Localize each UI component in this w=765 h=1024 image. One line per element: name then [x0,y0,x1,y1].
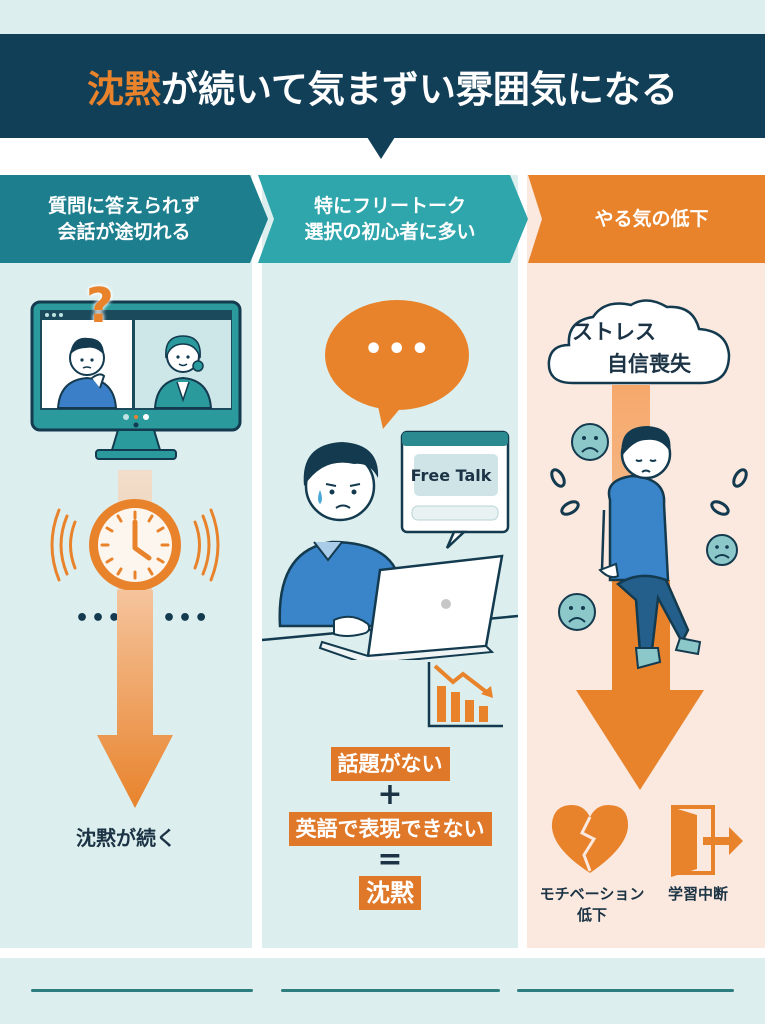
video-call-monitor-icon [30,300,242,460]
footer-line-2 [281,989,500,992]
speech-bubble-icon [325,300,469,429]
equation-term-2: 英語で表現できない [262,812,518,846]
column-header-1: 質問に答えられず会話が途切れる [0,175,268,263]
equation-equals: = [377,842,403,877]
equation-term-1: 話題がない [262,747,518,781]
page-title: 沈黙が続いて気まずい雰囲気になる [87,59,678,113]
worried-man-laptop-illustration [262,430,518,660]
declining-chart-icon [427,662,503,728]
header-3-line-1: やる気の低下 [594,208,709,230]
title-bar: 沈黙が続いて気まずい雰囲気になる [0,34,765,138]
question-mark-icon: ? [86,278,114,334]
speech-bubble-dots: ••• [364,332,434,367]
column-header-3: やる気の低下 [528,175,765,263]
cloud-text-stress: ストレス [572,320,656,344]
header-2-line-2: 選択の初心者に多い [304,221,476,243]
cloud-text-confidence-loss: 自信喪失 [607,352,691,376]
header-1-line-1: 質問に答えられず [47,195,200,217]
outcome-motivation-label: モチベーション 低下 [539,885,645,924]
thought-cloud-icon [547,299,731,385]
title-rest: が続いて気まずい雰囲気になる [161,68,678,111]
footer-line-3 [517,989,734,992]
free-talk-label: Free Talk [410,466,492,485]
column-header-2: 特にフリートーク選択の初心者に多い [258,175,528,263]
title-pointer [367,137,395,159]
broken-heart-icon [551,805,628,873]
sad-face-icon [571,423,609,461]
exit-door-icon [671,805,743,877]
down-arrow-icon [97,590,173,808]
ellipsis-left: ••• [75,606,124,631]
ellipsis-right: ••• [162,606,211,631]
sad-man-on-arrow-illustration [550,423,748,790]
header-1-line-2: 会話が途切れる [57,221,191,243]
title-highlight: 沈黙 [87,68,162,111]
equation-result: 沈黙 [262,876,518,910]
footer-line-1 [31,989,253,992]
ringing-clock-icon [50,499,220,591]
caption-silence-continues: 沈黙が続く [76,826,176,850]
header-2-line-1: 特にフリートーク [313,195,466,217]
top-band [0,0,765,34]
equation-plus: + [377,777,403,812]
outcome-quit-study-label: 学習中断 [667,885,728,903]
